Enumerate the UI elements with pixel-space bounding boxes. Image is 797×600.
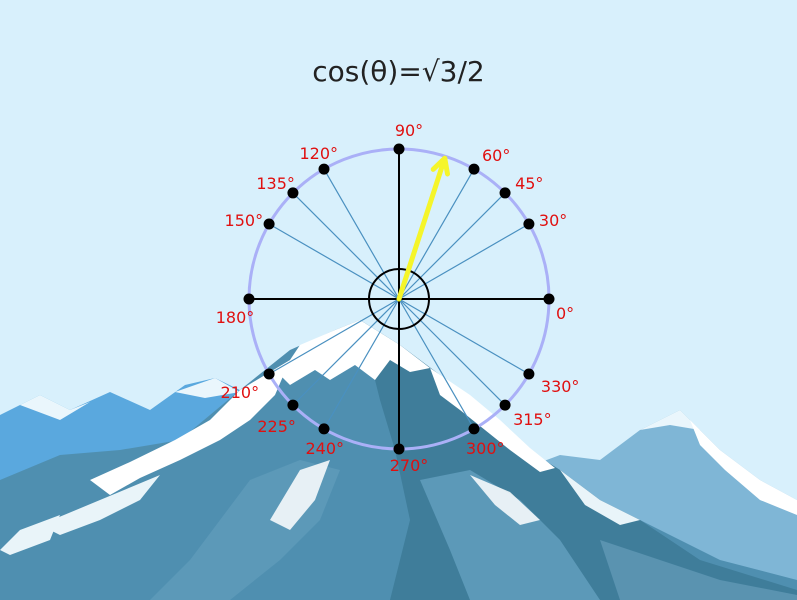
spoke-240: [323, 298, 400, 430]
angle-label-45: 45°: [515, 174, 543, 193]
angle-label-225: 225°: [257, 417, 296, 436]
point-90: [393, 143, 405, 155]
spoke-30: [398, 223, 530, 300]
point-30: [523, 218, 535, 230]
point-135: [287, 187, 299, 199]
angle-label-240: 240°: [305, 439, 344, 458]
point-315: [499, 399, 511, 411]
point-210: [263, 368, 275, 380]
point-225: [287, 399, 299, 411]
angle-label-315: 315°: [513, 410, 552, 429]
point-330: [523, 368, 535, 380]
angle-label-210: 210°: [221, 383, 260, 402]
point-45: [499, 187, 511, 199]
spoke-135: [292, 192, 400, 300]
equation-title: cos(θ)=√3/2: [312, 55, 485, 88]
angle-label-180: 180°: [216, 308, 255, 327]
spoke-150: [268, 223, 400, 300]
point-60: [468, 163, 480, 175]
center-circle: [368, 268, 430, 330]
point-180: [243, 293, 255, 305]
unit-circle-diagram: 0° 30° 45° 60° 90° 120°135° 150° 180° 210° 225° 24…: [216, 121, 580, 475]
angle-label-270: 270°: [390, 456, 429, 475]
spoke-330: [398, 298, 530, 375]
angle-spokes: [268, 168, 530, 430]
spoke-210: [268, 298, 400, 375]
spoke-300: [398, 298, 475, 430]
angle-label-330: 330°: [541, 377, 580, 396]
pointer-shaft: [396, 155, 448, 302]
point-300: [468, 423, 480, 435]
spoke-120: [323, 168, 400, 300]
pointer-arrowhead: [430, 155, 451, 177]
spoke-315: [398, 298, 506, 406]
point-120: [318, 163, 330, 175]
angle-label-90: 90°: [395, 121, 423, 140]
angle-label-300: 300°: [466, 439, 505, 458]
point-240: [318, 423, 330, 435]
angle-label-150: 150°: [225, 211, 264, 230]
angle-labels: 0° 30° 45° 60° 90° 120°135° 150° 180° 210° 225° 24…: [216, 121, 580, 475]
spoke-45: [398, 192, 506, 300]
angle-label-120: 120°: [299, 144, 338, 163]
angle-label-0: 0°: [556, 304, 574, 323]
angle-pointer-arrow: [396, 155, 451, 302]
angle-label-30: 30°: [539, 211, 567, 230]
angle-points: [243, 143, 555, 455]
spoke-60: [398, 168, 475, 300]
angle-label-60: 60°: [482, 146, 510, 165]
point-270: [393, 443, 405, 455]
point-150: [263, 218, 275, 230]
angle-label-135: 135°: [256, 174, 295, 193]
point-0: [543, 293, 555, 305]
mountain-background: [0, 320, 797, 600]
spoke-225: [292, 298, 400, 406]
